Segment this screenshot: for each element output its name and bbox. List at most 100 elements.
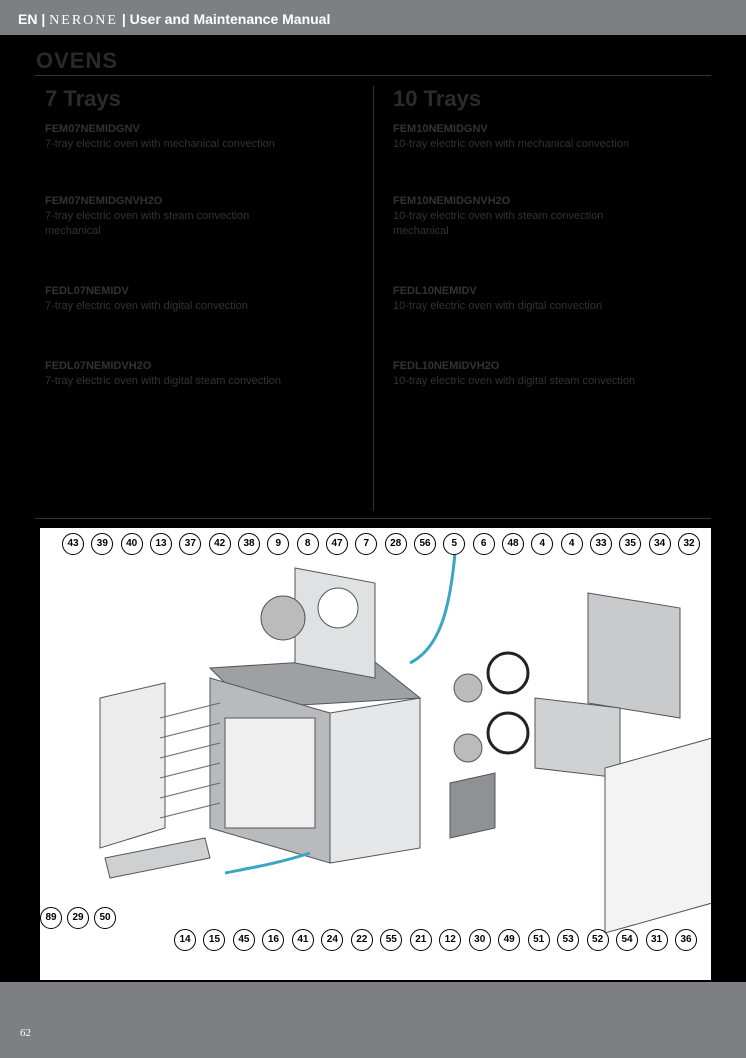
part-callout: 31 (645, 929, 668, 951)
part-callout: 12 (439, 929, 462, 951)
model-code: FEDL10NEMIDV (393, 285, 477, 297)
model-code: FEDL07NEMIDVH2O (45, 360, 152, 372)
oven-side-panel (329, 697, 421, 864)
part-callout: 4 (560, 533, 583, 555)
fan-opening (317, 587, 359, 629)
part-callout: 38 (238, 533, 260, 555)
part-callout: 32 (678, 533, 700, 555)
part-callout: 42 (208, 533, 231, 555)
part-callout: 34 (648, 533, 671, 555)
model-description: 7-tray electric oven with steam convecti… (45, 210, 250, 237)
model-entry: FEDL10NEMIDV 10-tray electric oven with d… (393, 284, 693, 314)
oven-cavity (224, 717, 316, 829)
part-callout: 29 (67, 907, 89, 929)
column-title: 7 Trays (45, 86, 121, 111)
side-door-panel (604, 737, 711, 934)
part-callout: 48 (502, 533, 524, 555)
part-callout: 5 (443, 533, 466, 555)
part-callout: 28 (384, 533, 407, 555)
part-callout: 13 (150, 533, 172, 555)
part-callout: 14 (174, 929, 196, 951)
part-callout: 8 (296, 533, 319, 555)
part-callout: 22 (350, 929, 373, 951)
part-callout: 47 (326, 533, 348, 555)
part-callout: 40 (120, 533, 143, 555)
part-callout: 6 (472, 533, 495, 555)
page-footer: 62 (0, 982, 746, 1058)
part-callout: 89 (40, 907, 62, 929)
model-description: 7-tray electric oven with mechanical con… (45, 138, 275, 150)
page-number: 62 (20, 1027, 31, 1039)
fan-wheel (453, 673, 483, 703)
model-code: FEM10NEMIDGNV (393, 123, 488, 135)
motor-plate (534, 697, 621, 779)
part-callout: 24 (321, 929, 344, 951)
tray-rack (159, 702, 221, 819)
part-callout: 35 (619, 533, 642, 555)
model-description: 10-tray electric oven with digital conve… (393, 300, 603, 312)
model-description: 10-tray electric oven with steam convect… (393, 210, 604, 237)
header-title: User and Maintenance Manual (129, 11, 331, 27)
page-header: EN | NERONE | User and Maintenance Manua… (0, 0, 746, 35)
side-cover (587, 592, 681, 719)
part-callout: 36 (675, 929, 697, 951)
model-entry: FEDL10NEMIDVH2O 10-tray electric oven wit… (393, 359, 693, 389)
part-callout: 50 (94, 907, 116, 929)
model-code: FEM07NEMIDGNVH2O (45, 195, 163, 207)
part-callout: 56 (414, 533, 436, 555)
column-7-trays: 7 Trays FEM07NEMIDGNV 7-tray electric ove… (45, 86, 365, 387)
column-divider (373, 86, 374, 511)
water-hose (409, 552, 457, 665)
part-callout: 33 (590, 533, 612, 555)
model-code: FEDL10NEMIDVH2O (393, 360, 500, 372)
part-callout: 41 (291, 929, 314, 951)
model-description: 10-tray electric oven with mechanical co… (393, 138, 630, 150)
part-callout: 39 (91, 533, 114, 555)
part-callout: 9 (267, 533, 290, 555)
drain-hose (224, 851, 311, 875)
part-callout: 45 (232, 929, 255, 951)
fan-wheel (453, 733, 483, 763)
part-callout: 16 (262, 929, 285, 951)
part-callout: 53 (557, 929, 580, 951)
part-callout: 30 (468, 929, 491, 951)
divider (35, 75, 711, 76)
part-callout: 43 (62, 533, 84, 555)
model-entry: FEDL07NEMIDV 7-tray electric oven with di… (45, 284, 345, 314)
column-10-trays: 10 Trays FEM10NEMIDGNV 10-tray electric o… (393, 86, 713, 387)
brand-logo: NERONE (49, 13, 118, 28)
part-callout: 7 (355, 533, 378, 555)
part-callout: 37 (179, 533, 202, 555)
part-callout: 55 (380, 929, 403, 951)
header-text: EN | NERONE | User and Maintenance Manua… (18, 11, 331, 28)
oven-exploded-drawing (99, 552, 711, 934)
section-title: OVENS (36, 48, 119, 73)
model-entry: FEM10NEMIDGNV 10-tray electric oven with … (393, 122, 693, 152)
part-callout: 15 (203, 929, 226, 951)
model-code: FEDL07NEMIDV (45, 285, 129, 297)
part-callout: 54 (616, 929, 639, 951)
control-panel (449, 772, 496, 839)
column-title: 10 Trays (393, 86, 482, 111)
oven-door (99, 682, 166, 849)
model-description: 7-tray electric oven with digital steam … (45, 375, 281, 387)
part-callout: 51 (527, 929, 550, 951)
part-callout: 21 (409, 929, 432, 951)
model-code: FEM10NEMIDGNVH2O (393, 195, 511, 207)
header-lang: EN (18, 11, 38, 27)
model-description: 7-tray electric oven with digital convec… (45, 300, 248, 312)
part-callout: 4 (531, 533, 554, 555)
heating-element (486, 651, 530, 695)
heating-element (486, 711, 530, 755)
model-entry: FEM10NEMIDGNVH2O 10-tray electric oven wi… (393, 194, 638, 239)
model-description: 10-tray electric oven with digital steam… (393, 375, 636, 387)
model-entry: FEDL07NEMIDVH2O 7-tray electric oven with… (45, 359, 345, 389)
front-bottom-panel (104, 837, 211, 879)
model-code: FEM07NEMIDGNV (45, 123, 140, 135)
model-entry: FEM07NEMIDGNVH2O 7-tray electric oven wit… (45, 194, 285, 239)
divider (35, 518, 711, 519)
model-entry: FEM07NEMIDGNV 7-tray electric oven with m… (45, 122, 345, 152)
part-callout: 49 (498, 929, 521, 951)
fan-icon (260, 595, 306, 641)
